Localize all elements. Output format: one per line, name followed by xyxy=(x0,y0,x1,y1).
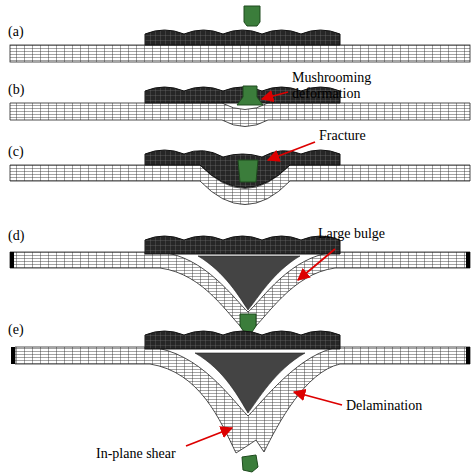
clamp xyxy=(11,347,15,364)
projectile-fragment xyxy=(242,455,258,472)
panel-label: (a) xyxy=(8,24,24,40)
projectile xyxy=(238,160,258,182)
panel-label: (b) xyxy=(8,82,24,98)
leader-arrow xyxy=(186,428,232,446)
annotation-label: Large bulge xyxy=(318,226,385,242)
panel-c xyxy=(10,150,470,205)
projectile xyxy=(237,86,263,105)
panel-e xyxy=(11,331,470,472)
laminate-plate xyxy=(15,347,470,453)
clamp xyxy=(10,252,14,268)
panel-b xyxy=(10,86,470,127)
ceramic-tiles xyxy=(145,236,340,254)
clamp xyxy=(466,347,470,364)
laminate-plate xyxy=(10,45,470,62)
annotation-label: Mushrooming deformation xyxy=(292,70,404,102)
laminate-plate xyxy=(10,252,470,334)
panel-label: (d) xyxy=(8,228,24,244)
fractured-ceramic xyxy=(195,353,305,413)
leader-arrow xyxy=(262,92,288,99)
fractured-ceramic xyxy=(198,256,300,310)
annotation-label: In-plane shear xyxy=(96,446,176,462)
leader-arrow xyxy=(298,249,335,280)
projectile xyxy=(240,314,256,332)
annotation-label: Fracture xyxy=(319,128,366,144)
panel-label: (e) xyxy=(8,322,24,338)
ceramic-tiles xyxy=(145,30,340,45)
laminate-plate xyxy=(10,103,470,127)
leader-arrows xyxy=(186,92,342,446)
panel-label: (c) xyxy=(8,144,24,160)
ceramic-tiles xyxy=(145,150,340,188)
annotation-label: Delamination xyxy=(346,398,422,414)
leader-arrow xyxy=(294,392,342,405)
clamp xyxy=(466,252,470,268)
panel-a xyxy=(10,6,470,62)
panel-d xyxy=(10,236,470,334)
leader-arrow xyxy=(268,142,315,160)
projectile xyxy=(244,6,260,26)
ceramic-tiles xyxy=(145,331,340,349)
